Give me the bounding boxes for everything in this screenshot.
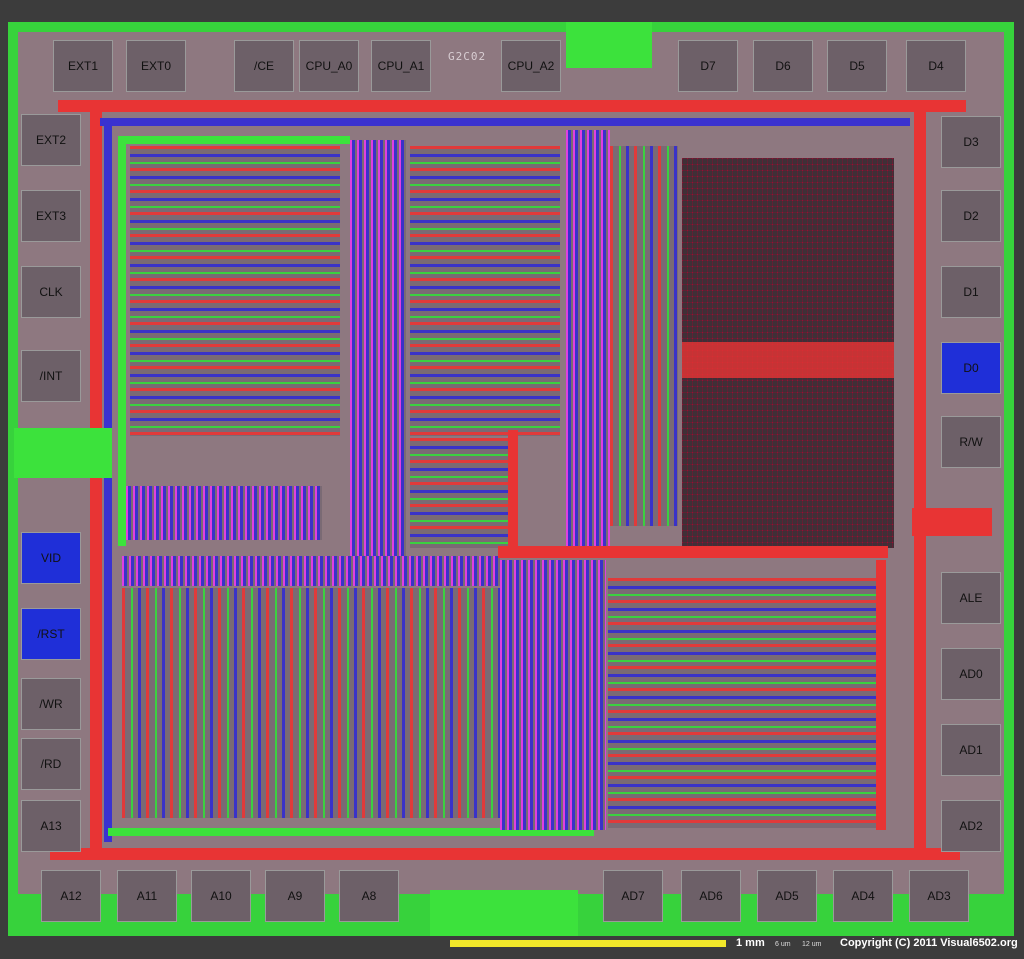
- pad-d2: D2: [941, 190, 1001, 242]
- logic-block-shift: [608, 578, 876, 828]
- scale-label: 1 mm: [736, 937, 765, 949]
- pad-a10: A10: [191, 870, 251, 922]
- pad-d1: D1: [941, 266, 1001, 318]
- pad-cpu-a0: CPU_A0: [299, 40, 359, 92]
- pad-vid: VID: [21, 532, 81, 584]
- ground-bus-c: [108, 828, 594, 836]
- pad-ext2: EXT2: [21, 114, 81, 166]
- pad-clk: CLK: [21, 266, 81, 318]
- pad-ad7: AD7: [603, 870, 663, 922]
- pad-ad0: AD0: [941, 648, 1001, 700]
- pad-ad1: AD1: [941, 724, 1001, 776]
- pad-ad6: AD6: [681, 870, 741, 922]
- pad-int: /INT: [21, 350, 81, 402]
- routing-channel: [350, 140, 406, 560]
- pad-ext1: EXT1: [53, 40, 113, 92]
- pad-rst: /RST: [21, 608, 81, 660]
- vcc-bus-right: [914, 100, 926, 860]
- pad-ce: /CE: [234, 40, 294, 92]
- ground-pad-area: [14, 428, 112, 478]
- pad-ad4: AD4: [833, 870, 893, 922]
- scale-bar: [450, 940, 726, 947]
- ground-bottom-tab: [430, 890, 578, 936]
- pad-wr: /WR: [21, 678, 81, 730]
- pad-a13: A13: [21, 800, 81, 852]
- pad-a8: A8: [339, 870, 399, 922]
- logic-block-counters: [122, 588, 500, 818]
- legend-6um: 6 um: [775, 941, 791, 948]
- pad-ext0: EXT0: [126, 40, 186, 92]
- pad-ext3: EXT3: [21, 190, 81, 242]
- copyright: Copyright (C) 2011 Visual6502.org: [840, 937, 1018, 949]
- pad-rw: R/W: [941, 416, 1001, 468]
- routing-channel-3: [500, 560, 606, 830]
- vcc-bus-mid: [498, 546, 888, 558]
- pad-d0: D0: [941, 342, 1001, 394]
- pad-ad2: AD2: [941, 800, 1001, 852]
- metal-bus-top: [100, 118, 910, 126]
- routing-channel-2: [566, 130, 610, 550]
- pad-cpu-a1: CPU_A1: [371, 40, 431, 92]
- ground-bus-b: [118, 136, 126, 546]
- metal-bus-left: [104, 118, 112, 842]
- logic-block-registers-b: [410, 438, 510, 548]
- vcc-bus-mid-v: [876, 560, 886, 830]
- logic-block-registers: [410, 146, 560, 436]
- memory-decoder: [682, 342, 894, 378]
- address-latch-row: [122, 556, 500, 586]
- pad-ad3: AD3: [909, 870, 969, 922]
- vcc-bus-top: [58, 100, 966, 112]
- vcc-bus-mid-v2: [508, 430, 518, 550]
- pad-ale: ALE: [941, 572, 1001, 624]
- pad-rd: /RD: [21, 738, 81, 790]
- pad-d7: D7: [678, 40, 738, 92]
- ground-top-tab: [566, 22, 652, 68]
- pad-d3: D3: [941, 116, 1001, 168]
- pad-cpu-a2: CPU_A2: [501, 40, 561, 92]
- poly-array: [126, 486, 322, 540]
- die-marking: G2C02: [448, 50, 487, 63]
- logic-block-sense: [610, 146, 678, 526]
- pad-d5: D5: [827, 40, 887, 92]
- pad-d6: D6: [753, 40, 813, 92]
- ground-bus-a: [118, 136, 350, 144]
- vcc-pad-strap: [912, 508, 992, 536]
- pad-a9: A9: [265, 870, 325, 922]
- pad-a11: A11: [117, 870, 177, 922]
- pad-ad5: AD5: [757, 870, 817, 922]
- logic-block-control: [130, 146, 340, 436]
- legend-12um: 12 um: [802, 941, 822, 948]
- vcc-bus-bottom: [50, 848, 960, 860]
- pad-a12: A12: [41, 870, 101, 922]
- pad-d4: D4: [906, 40, 966, 92]
